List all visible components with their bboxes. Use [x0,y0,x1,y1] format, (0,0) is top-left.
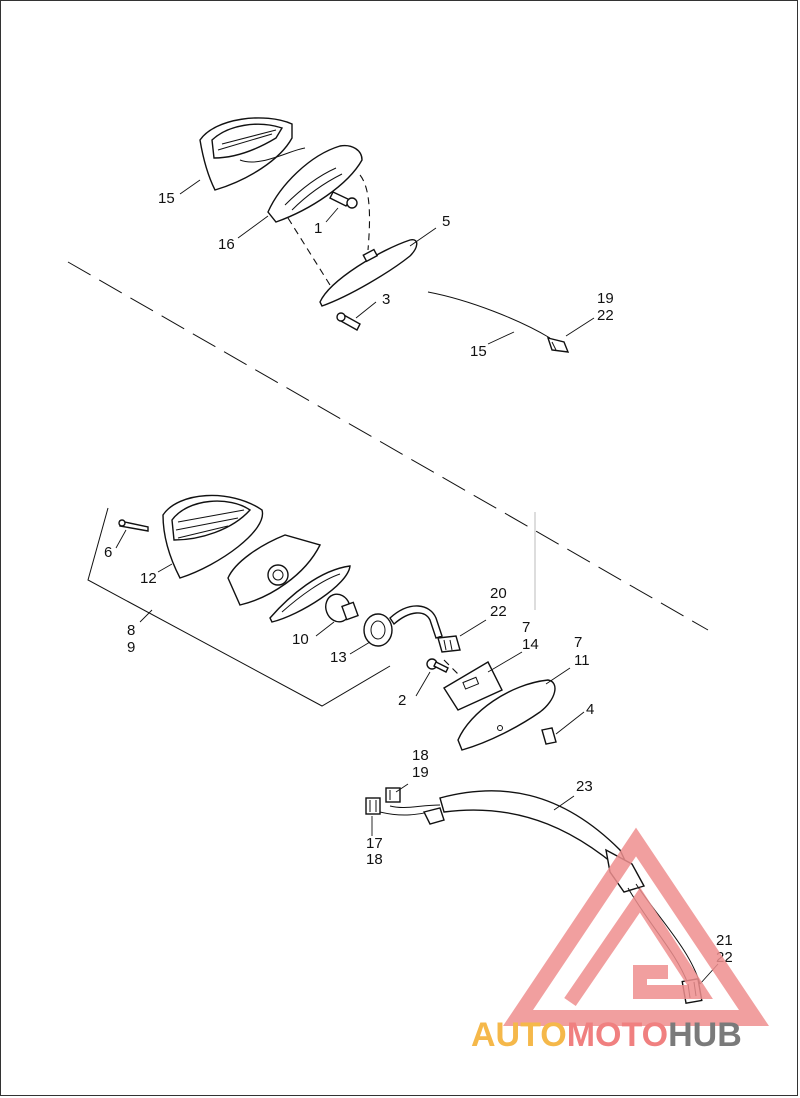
callout-10: 10 [292,631,309,648]
leader-lines [115,179,719,985]
callout-15: 15 [470,343,487,360]
callout-22: 22 [597,307,614,324]
callout-19: 19 [412,764,429,781]
callout-17: 17 [366,835,383,852]
clip-part [541,727,557,745]
callout-12: 12 [140,570,157,587]
module-board-part [443,661,503,711]
cover-part [457,679,556,751]
callout-13: 13 [330,649,347,666]
tail-lamp-lens-part [162,494,264,579]
callout-1: 1 [314,220,322,237]
callout-5: 5 [442,213,450,230]
connector-part [437,635,461,653]
watermark-logo [503,827,769,1026]
watermark-auto: AUTO [471,1016,567,1054]
lamp-housing-part [267,144,363,223]
callout-18: 18 [366,851,383,868]
callout-11: 11 [574,652,590,669]
connector-part [385,787,401,803]
socket-part [363,613,393,647]
callout-19: 19 [597,290,614,307]
connector-part [365,797,381,815]
callout-numbers: 15 16 1 5 3 19 22 15 6 12 8 9 10 13 20 2… [104,190,733,966]
connector-part [546,337,570,353]
mounting-plate-part [319,239,418,307]
callout-7: 7 [574,634,582,651]
callout-7: 7 [522,619,530,636]
socket-wire [389,605,443,639]
bulb-part [325,593,359,623]
lens-cover-part [199,117,293,191]
wire-lead [239,147,306,163]
callout-22: 22 [490,603,507,620]
callout-14: 14 [522,636,539,653]
screw-part [118,519,149,532]
wiring-harness-part [379,790,701,985]
wire-lead [427,291,551,339]
callout-23: 23 [576,778,593,795]
callout-2: 2 [398,692,406,709]
assembly-guide-line [443,659,459,675]
gasket-part [269,565,351,623]
screw-part [426,658,449,673]
callout-15: 15 [158,190,175,207]
callout-3: 3 [382,291,390,308]
callout-9: 9 [127,639,135,656]
callout-18: 18 [412,747,429,764]
screw-part [329,191,358,209]
callout-6: 6 [104,544,112,561]
watermark-text: AUTOMOTOHUB [471,1016,742,1054]
callout-8: 8 [127,622,135,639]
callout-16: 16 [218,236,235,253]
watermark-hub: HUB [668,1016,742,1054]
assembly-guide-line [287,217,331,286]
callout-4: 4 [586,701,594,718]
callout-21: 21 [716,932,733,949]
watermark-moto: MOTO [567,1016,668,1054]
group-bracket [87,507,391,707]
lamp-base-part [227,534,322,606]
section-divider-line [67,261,709,631]
callout-20: 20 [490,585,507,602]
bolt-part [336,312,361,331]
assembly-guide-line [359,174,371,251]
